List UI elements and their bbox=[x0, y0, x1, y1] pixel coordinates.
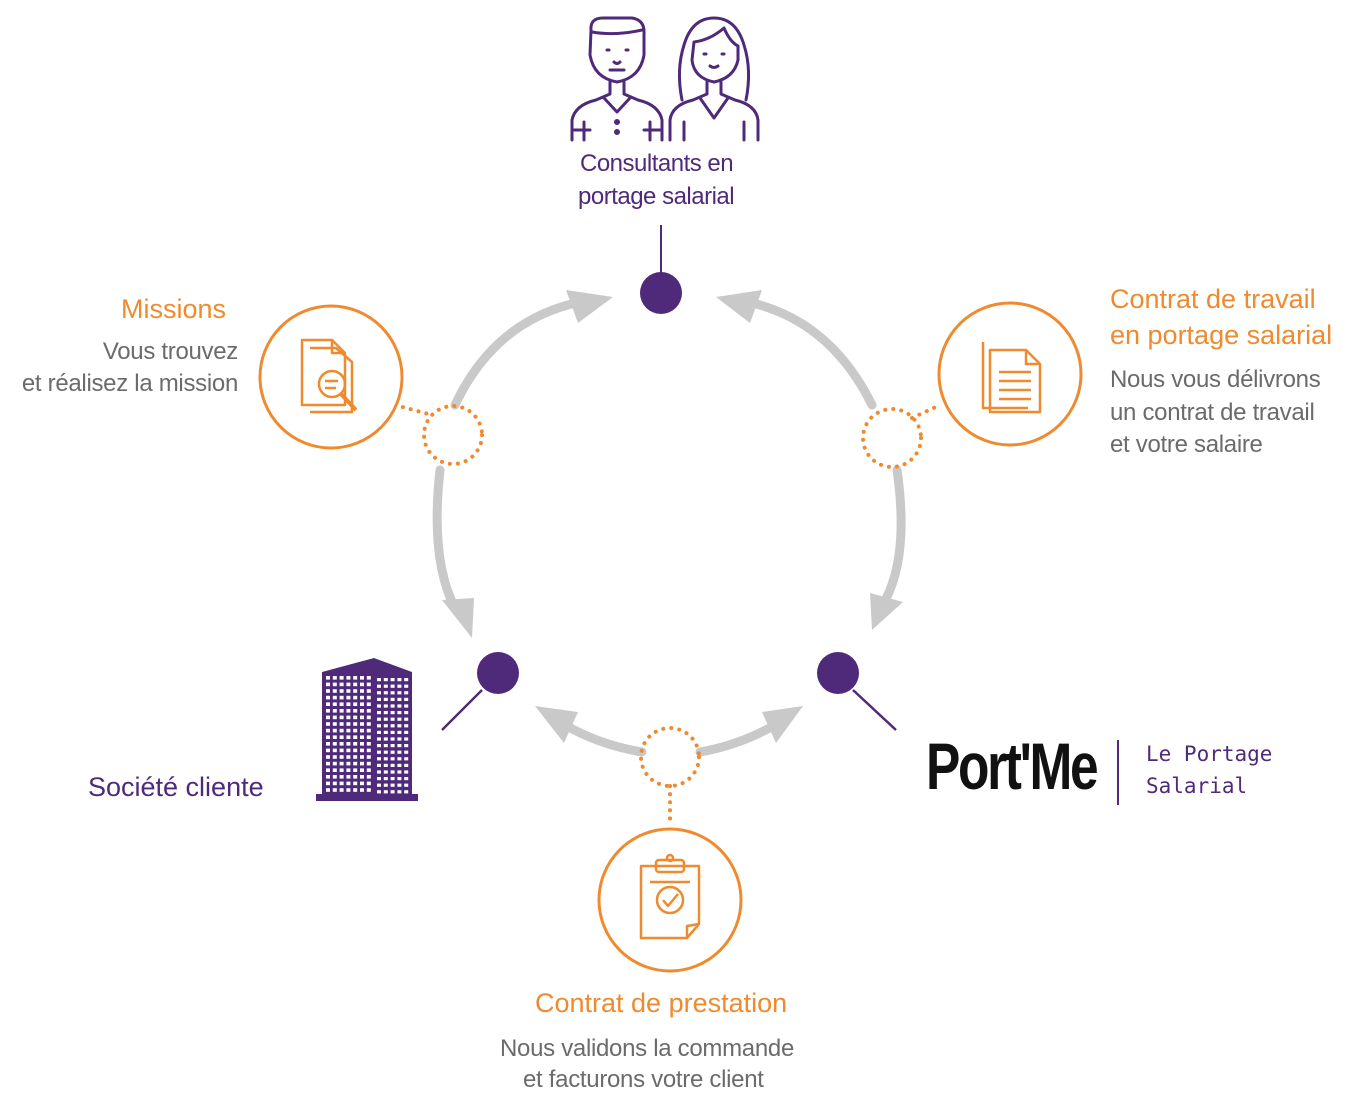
contrat-travail-line2: un contrat de travail bbox=[1110, 399, 1315, 426]
circle-missions bbox=[258, 304, 404, 450]
node-consultants bbox=[640, 272, 682, 314]
arrow-missions-to-consultants bbox=[450, 297, 585, 410]
arrow-missions-to-societe bbox=[432, 465, 460, 613]
dotted-link-contrat bbox=[910, 403, 942, 420]
document-search-icon bbox=[300, 338, 358, 414]
circle-contrat-travail bbox=[937, 301, 1083, 447]
contrat-prestation-line2: et facturons votre client bbox=[523, 1066, 764, 1093]
arrowhead-consultants-right bbox=[716, 290, 762, 323]
missions-line2: et réalisez la mission bbox=[21, 370, 238, 397]
dotted-connectors bbox=[393, 403, 942, 828]
contrat-travail-line3: et votre salaire bbox=[1110, 431, 1263, 458]
portme-tagline-line2: Salarial bbox=[1146, 774, 1248, 798]
cycle-arrows bbox=[432, 290, 906, 757]
nodes bbox=[441, 225, 897, 731]
consultants-label-line2: portage salarial bbox=[578, 183, 735, 210]
arrowhead-societe bbox=[442, 598, 474, 638]
portme-logo: Port'Me bbox=[926, 729, 1099, 803]
arrow-contrat-to-portme bbox=[877, 465, 906, 611]
portme-tagline-line1: Le Portage bbox=[1146, 742, 1273, 766]
consultant-man-icon bbox=[570, 16, 664, 142]
contrat-travail-title-line2: en portage salarial bbox=[1110, 320, 1333, 350]
missions-line1: Vous trouvez bbox=[102, 338, 238, 365]
contrat-travail-title-line1: Contrat de travail bbox=[1110, 284, 1316, 314]
arrowhead-societe-bottom bbox=[535, 706, 578, 743]
arrowhead-consultants-left bbox=[566, 290, 613, 323]
arrowhead-portme bbox=[870, 593, 903, 630]
dotted-ring-contrat bbox=[861, 407, 923, 469]
arrow-prestation-to-societe bbox=[560, 720, 647, 757]
node-societe bbox=[477, 652, 519, 694]
arrow-prestation-to-portme bbox=[695, 720, 780, 757]
contrat-prestation-line1: Nous validons la commande bbox=[500, 1035, 794, 1062]
contrat-travail-line1: Nous vous délivrons bbox=[1110, 366, 1321, 393]
consultant-woman-icon bbox=[668, 16, 760, 142]
societe-cliente-label: Société cliente bbox=[88, 772, 264, 802]
dotted-ring-missions bbox=[422, 404, 484, 466]
clipboard-check-icon bbox=[639, 853, 701, 940]
dotted-link-missions bbox=[393, 403, 434, 417]
circle-prestation bbox=[597, 827, 743, 973]
icon-circles bbox=[258, 301, 1083, 973]
consultants-label-line1: Consultants en bbox=[580, 150, 734, 177]
contrat-prestation-title: Contrat de prestation bbox=[535, 988, 788, 1018]
office-building-icon bbox=[316, 658, 418, 801]
dotted-ring-prestation bbox=[639, 726, 701, 788]
arrowhead-portme-bottom bbox=[762, 706, 803, 743]
documents-icon bbox=[981, 342, 1042, 414]
node-portme bbox=[817, 652, 859, 694]
arrow-contrat-to-consultants bbox=[743, 297, 877, 410]
missions-title: Missions bbox=[121, 294, 227, 324]
